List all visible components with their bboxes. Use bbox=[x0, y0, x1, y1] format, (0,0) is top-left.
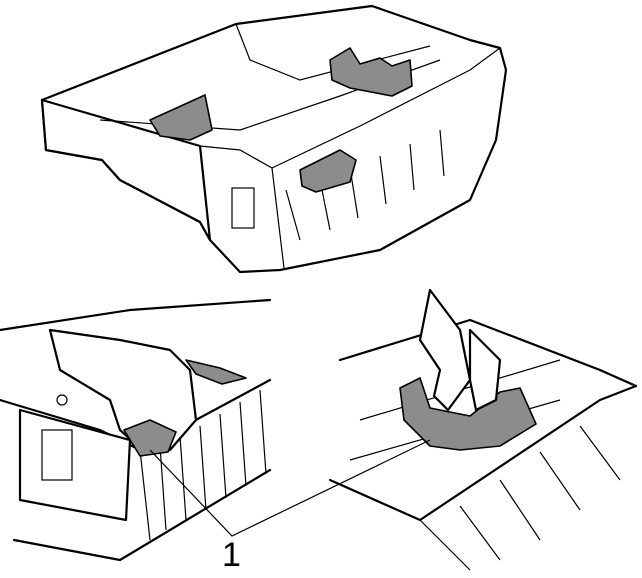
slide-arrow-icon bbox=[185, 359, 247, 385]
side-guide-right bbox=[299, 149, 357, 193]
paper-tray-overview bbox=[40, 4, 508, 274]
callout-number: 1 bbox=[222, 536, 241, 574]
side-guide-closeup bbox=[0, 298, 272, 562]
hand-right bbox=[418, 288, 502, 412]
callout-leader-lines bbox=[149, 439, 431, 537]
length-guide-closeup bbox=[328, 288, 638, 571]
length-guide bbox=[329, 47, 413, 97]
side-guide-left bbox=[149, 94, 213, 141]
hand-left bbox=[48, 328, 198, 452]
length-guide-closeup-tab bbox=[399, 377, 537, 451]
